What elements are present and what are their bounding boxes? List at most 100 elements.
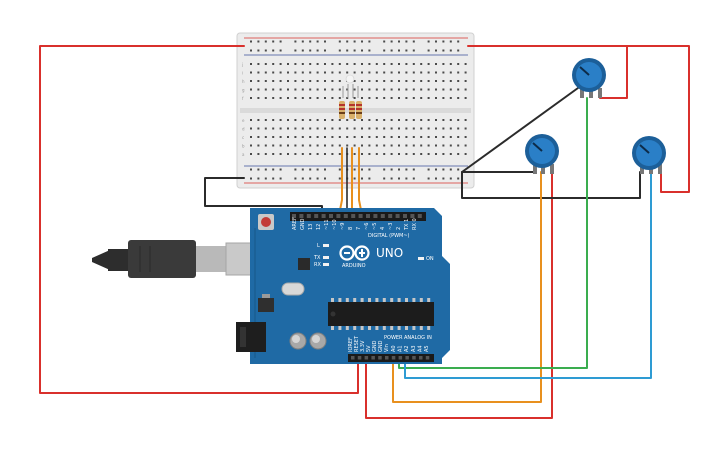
breadboard-hole[interactable] [375, 119, 378, 121]
breadboard-rail-hole[interactable] [338, 49, 341, 52]
breadboard-hole[interactable] [279, 71, 282, 74]
breadboard-rail-hole[interactable] [316, 177, 319, 180]
breadboard-hole[interactable] [412, 80, 415, 82]
breadboard-hole[interactable] [324, 153, 326, 155]
breadboard-hole[interactable] [361, 153, 363, 155]
breadboard-hole[interactable] [294, 144, 297, 147]
breadboard-hole[interactable] [257, 119, 260, 121]
breadboard-rail-hole[interactable] [294, 49, 297, 52]
breadboard-hole[interactable] [287, 80, 289, 82]
wire-pot2-red[interactable] [365, 171, 553, 419]
breadboard-hole[interactable] [368, 80, 371, 82]
breadboard-hole[interactable] [331, 153, 334, 155]
header-pin[interactable] [395, 214, 400, 218]
breadboard-hole[interactable] [464, 119, 467, 121]
breadboard-hole[interactable] [324, 136, 326, 138]
breadboard-hole[interactable] [279, 144, 282, 147]
breadboard-hole[interactable] [361, 97, 363, 99]
potentiometer-2[interactable] [525, 134, 559, 174]
breadboard-hole[interactable] [435, 63, 437, 65]
breadboard-hole[interactable] [435, 144, 437, 147]
breadboard-hole[interactable] [368, 71, 371, 74]
breadboard-hole[interactable] [375, 136, 378, 138]
breadboard-hole[interactable] [449, 136, 452, 138]
header-pin[interactable] [405, 356, 409, 360]
breadboard-hole[interactable] [464, 136, 467, 138]
breadboard-hole[interactable] [405, 97, 408, 99]
breadboard-hole[interactable] [442, 80, 445, 82]
resistor-3[interactable] [356, 101, 362, 119]
breadboard-rail-hole[interactable] [427, 49, 430, 52]
breadboard-hole[interactable] [287, 63, 289, 65]
breadboard-hole[interactable] [457, 144, 460, 147]
breadboard-hole[interactable] [331, 97, 334, 99]
breadboard-rail-hole[interactable] [294, 40, 297, 43]
breadboard-hole[interactable] [449, 88, 452, 91]
breadboard-rail-hole[interactable] [301, 177, 304, 180]
breadboard-hole[interactable] [316, 136, 319, 138]
wire-pot1-gnd[interactable] [461, 87, 579, 173]
breadboard-rail-hole[interactable] [457, 177, 460, 180]
breadboard-rail-hole[interactable] [301, 168, 304, 171]
breadboard-rail-hole[interactable] [257, 40, 260, 43]
breadboard-hole[interactable] [316, 80, 319, 82]
breadboard-hole[interactable] [309, 80, 312, 82]
breadboard-rail-hole[interactable] [457, 40, 460, 43]
breadboard-hole[interactable] [368, 153, 371, 155]
breadboard-hole[interactable] [427, 63, 430, 65]
breadboard-rail-hole[interactable] [324, 177, 326, 180]
header-pin[interactable] [398, 356, 403, 360]
breadboard-hole[interactable] [279, 127, 282, 130]
breadboard-hole[interactable] [420, 88, 423, 91]
breadboard-hole[interactable] [420, 127, 423, 130]
breadboard-rail-hole[interactable] [398, 168, 400, 171]
breadboard-hole[interactable] [405, 80, 408, 82]
breadboard-hole[interactable] [383, 119, 386, 121]
breadboard-hole[interactable] [420, 80, 423, 82]
breadboard-rail-hole[interactable] [412, 40, 415, 43]
breadboard-hole[interactable] [301, 127, 304, 130]
breadboard-rail-hole[interactable] [435, 177, 437, 180]
header-pin[interactable] [380, 214, 385, 218]
breadboard-hole[interactable] [257, 97, 260, 99]
breadboard-hole[interactable] [338, 80, 341, 82]
breadboard-hole[interactable] [331, 119, 334, 121]
breadboard-hole[interactable] [464, 63, 467, 65]
breadboard-hole[interactable] [316, 127, 319, 130]
breadboard-hole[interactable] [309, 136, 312, 138]
breadboard-hole[interactable] [301, 63, 304, 65]
breadboard-hole[interactable] [338, 63, 341, 65]
breadboard-hole[interactable] [405, 136, 408, 138]
breadboard-rail-hole[interactable] [427, 40, 430, 43]
breadboard-hole[interactable] [250, 63, 252, 65]
header-pin[interactable] [417, 214, 422, 218]
breadboard-hole[interactable] [324, 63, 326, 65]
breadboard-hole[interactable] [420, 97, 423, 99]
breadboard-hole[interactable] [361, 80, 363, 82]
breadboard-hole[interactable] [279, 88, 282, 91]
breadboard-hole[interactable] [346, 144, 349, 147]
breadboard-rail-hole[interactable] [390, 40, 393, 43]
breadboard-hole[interactable] [464, 80, 467, 82]
breadboard-hole[interactable] [272, 153, 275, 155]
breadboard-hole[interactable] [324, 119, 326, 121]
breadboard-hole[interactable] [353, 80, 356, 82]
breadboard-hole[interactable] [316, 119, 319, 121]
breadboard-hole[interactable] [464, 127, 467, 130]
breadboard-hole[interactable] [309, 144, 312, 147]
breadboard-hole[interactable] [301, 97, 304, 99]
breadboard-hole[interactable] [338, 119, 341, 121]
breadboard-hole[interactable] [442, 136, 445, 138]
breadboard-hole[interactable] [435, 88, 437, 91]
breadboard-hole[interactable] [287, 97, 289, 99]
breadboard-hole[interactable] [331, 80, 334, 82]
header-pin[interactable] [299, 214, 304, 218]
breadboard-hole[interactable] [272, 127, 275, 130]
breadboard-rail-hole[interactable] [412, 177, 415, 180]
breadboard-hole[interactable] [405, 127, 408, 130]
header-pin[interactable] [292, 214, 296, 218]
breadboard-hole[interactable] [346, 119, 349, 121]
wire-a2-blue[interactable] [404, 169, 652, 379]
breadboard-hole[interactable] [272, 119, 275, 121]
breadboard-hole[interactable] [279, 136, 282, 138]
